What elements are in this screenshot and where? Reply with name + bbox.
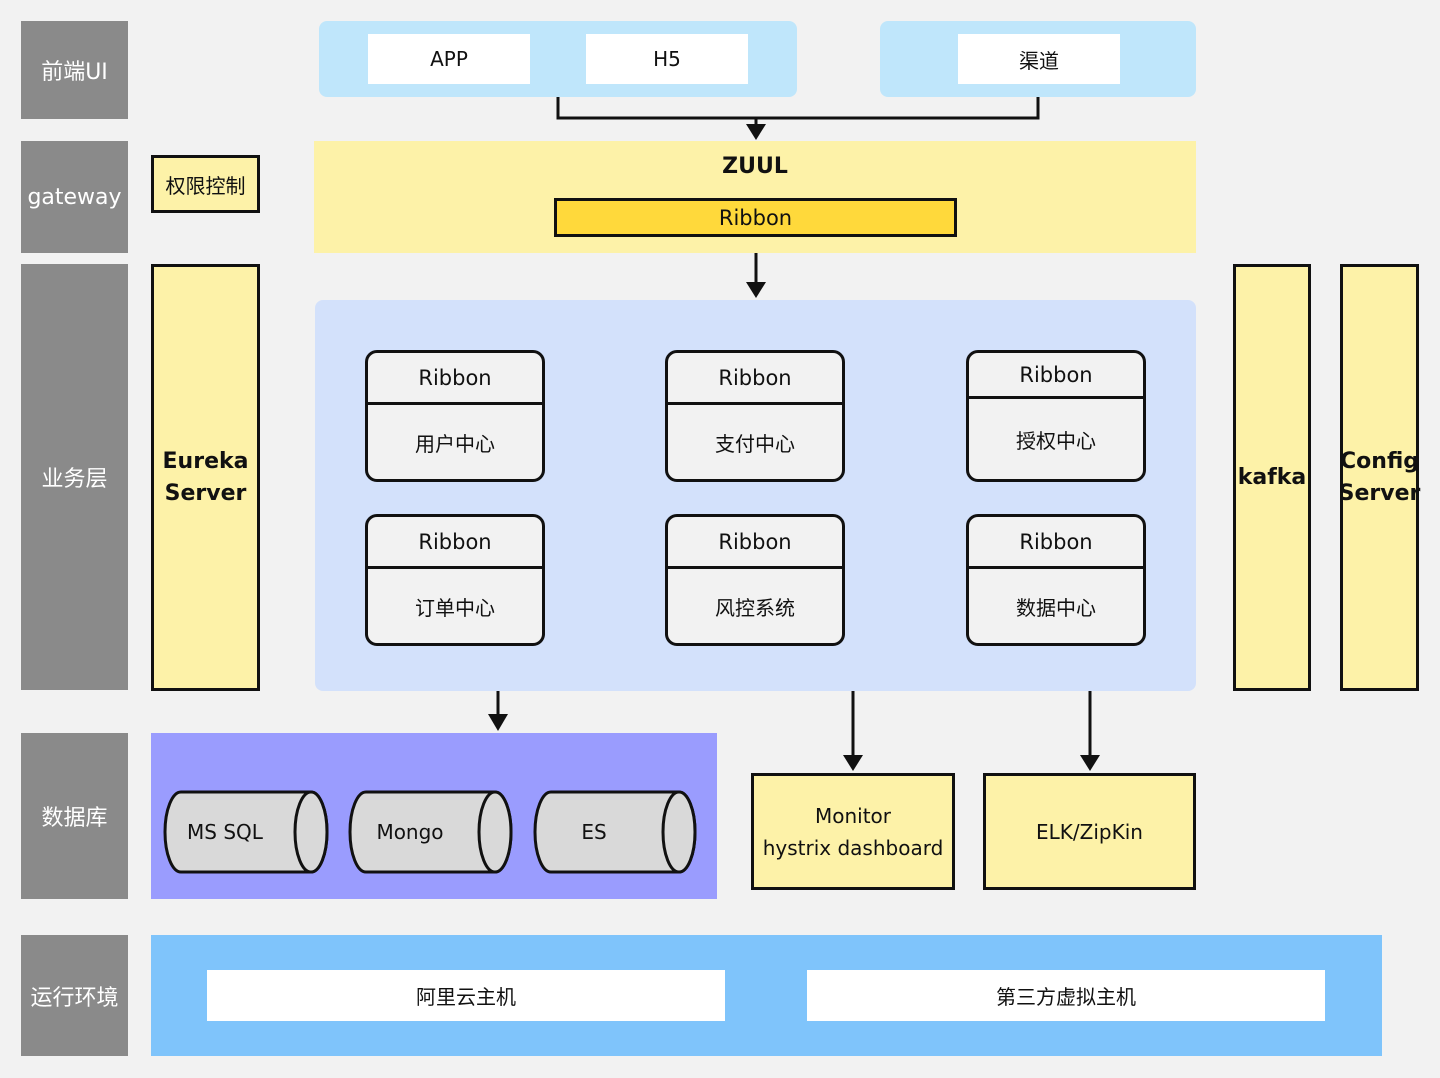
service-name-label: 风控系统 [715, 595, 795, 620]
layer-label-gateway: gateway [21, 141, 128, 253]
layer-label-frontend: 前端UI [21, 21, 128, 119]
service-card-auth-center: Ribbon 授权中心 [966, 350, 1146, 482]
service-card-payment-center: Ribbon 支付中心 [665, 350, 845, 482]
arrow-gateway-to-business [746, 253, 766, 298]
database-cylinder-mssql [163, 790, 329, 874]
frontend-app-box: APP [368, 34, 530, 84]
frontend-channel-box: 渠道 [958, 34, 1120, 84]
monitor-label-line2: hystrix dashboard [762, 835, 944, 860]
service-name-label: 支付中心 [715, 431, 795, 456]
config-label-line2: Server [1338, 480, 1421, 506]
service-ribbon-label: Ribbon [969, 353, 1143, 399]
database-label-mssql: MS SQL [187, 820, 263, 844]
database-label-es: ES [581, 820, 607, 844]
runtime-third-party-box: 第三方虚拟主机 [807, 970, 1325, 1021]
eureka-server-box: Eureka Server [151, 264, 260, 691]
service-name-label: 数据中心 [1016, 595, 1096, 620]
service-name-label: 授权中心 [1016, 428, 1096, 453]
service-ribbon-label: Ribbon [668, 353, 842, 405]
service-ribbon-label: Ribbon [969, 517, 1143, 569]
runtime-aliyun-box: 阿里云主机 [207, 970, 725, 1021]
service-ribbon-label: Ribbon [668, 517, 842, 569]
zuul-title: ZUUL [722, 153, 788, 179]
service-card-user-center: Ribbon 用户中心 [365, 350, 545, 482]
service-ribbon-label: Ribbon [368, 517, 542, 569]
monitor-label-line1: Monitor [814, 803, 892, 828]
frontend-h5-box: H5 [586, 34, 748, 84]
layer-label-business: 业务层 [21, 264, 128, 690]
config-label-line1: Config [1340, 448, 1419, 474]
arrow-business-to-database [488, 691, 508, 731]
monitor-hystrix-box: Monitor hystrix dashboard [751, 773, 955, 890]
database-label-mongo: Mongo [376, 820, 444, 844]
elk-zipkin-box: ELK/ZipKin [983, 773, 1196, 890]
zuul-ribbon-box: Ribbon [554, 198, 957, 237]
arrow-frontend-to-gateway [556, 97, 1040, 140]
layer-label-database: 数据库 [21, 733, 128, 899]
layer-label-runtime: 运行环境 [21, 935, 128, 1056]
service-name-label: 用户中心 [415, 431, 495, 456]
kafka-box: kafka [1233, 264, 1311, 691]
database-cylinders [163, 790, 697, 874]
config-server-box: Config Server [1338, 264, 1421, 691]
service-card-data-center: Ribbon 数据中心 [966, 514, 1146, 646]
service-card-order-center: Ribbon 订单中心 [365, 514, 545, 646]
permission-control-box: 权限控制 [151, 155, 260, 213]
database-cylinder-es [533, 790, 697, 874]
service-ribbon-label: Ribbon [368, 353, 542, 405]
service-card-risk-control: Ribbon 风控系统 [665, 514, 845, 646]
database-cylinder-mongo [348, 790, 513, 874]
eureka-label-line1: Eureka [162, 448, 249, 474]
arrow-business-to-elk [1080, 691, 1100, 771]
eureka-label-line2: Server [164, 480, 247, 506]
arrow-business-to-monitor [843, 691, 863, 771]
service-name-label: 订单中心 [415, 595, 495, 620]
